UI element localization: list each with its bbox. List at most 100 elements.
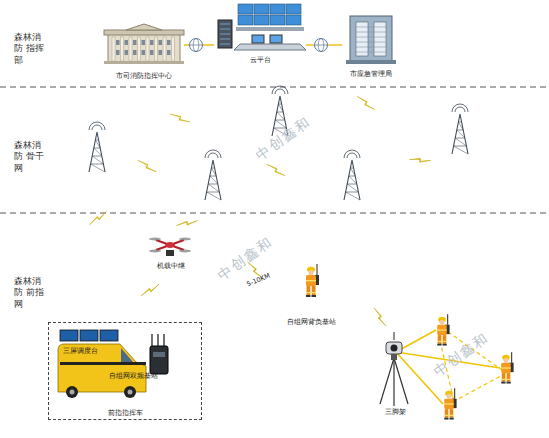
firefighter-figure (312, 286, 316, 295)
drone-icon (149, 238, 191, 257)
firefighter-figure (307, 286, 311, 295)
signal-tower (208, 153, 218, 158)
signal-tower (344, 150, 360, 158)
command-center-building (104, 24, 184, 64)
signal-tower (344, 160, 360, 200)
network-globe (315, 39, 328, 52)
firefighter-figure (317, 264, 318, 275)
firefighter-figure (437, 344, 441, 346)
signal-tower (89, 122, 105, 172)
tripod-icon (380, 332, 408, 406)
signal-tower (207, 192, 221, 200)
network-globe (190, 45, 203, 46)
command-center-building (142, 40, 146, 45)
firefighter-figure (438, 335, 442, 344)
firefighter-figure (437, 329, 447, 330)
cloud-platform-icon (218, 4, 306, 50)
signal-tower (350, 168, 355, 176)
signal-tower (275, 120, 285, 121)
firefighter-figure (504, 358, 509, 363)
mesh-links (396, 330, 512, 406)
command-center-building (150, 40, 154, 45)
firefighter-figure (501, 382, 505, 384)
watermark: 中创鑫和 (253, 113, 316, 164)
band-title: 森林消防 前指网 (14, 276, 50, 310)
cloud-platform-icon (254, 15, 269, 25)
cloud-platform-icon (220, 44, 230, 45)
command-center-building (159, 40, 163, 45)
emergency-bureau-building (346, 16, 396, 64)
command-center-building (167, 40, 171, 45)
wireless-bolt (409, 153, 431, 167)
firefighter-figure (312, 295, 317, 297)
signal-tower (211, 168, 216, 176)
three-screen-console (60, 330, 118, 341)
signal-tower (454, 146, 468, 154)
band-title: 森林消防 骨干网 (14, 140, 50, 174)
drone-icon (179, 238, 191, 241)
signal-tower (454, 146, 467, 147)
three-screen-console (60, 330, 78, 341)
drone-icon (156, 240, 184, 250)
network-globe (190, 39, 203, 52)
signal-tower (458, 122, 463, 130)
signal-tower (455, 138, 466, 146)
dual-band-station (150, 334, 168, 374)
signal-tower (207, 192, 220, 193)
command-vehicle (60, 362, 146, 365)
wireless-bolt (136, 160, 157, 171)
command-center-building (116, 40, 120, 45)
signal-tower (344, 150, 360, 200)
emergency-bureau-building (346, 60, 396, 64)
firefighter-figure (447, 394, 452, 399)
network-globe (315, 45, 328, 46)
cloud-platform-icon (220, 29, 230, 30)
signal-tower (91, 164, 105, 172)
device-label: 云平台 (250, 56, 271, 64)
signal-tower (452, 104, 468, 112)
firefighter-figure (449, 418, 453, 420)
firefighter-figure (511, 352, 512, 362)
device-label: 市应急管理局 (350, 70, 392, 78)
cloud-platform-icon (252, 35, 264, 43)
emergency-bureau-building (356, 37, 386, 38)
cloud-platform-icon (236, 27, 304, 31)
signal-tower (457, 130, 465, 138)
command-center-building (121, 37, 124, 61)
firefighter-figure (502, 379, 511, 380)
signal-tower (455, 107, 465, 112)
signal-tower (346, 192, 360, 200)
wireless-bolt (141, 280, 159, 301)
device-label-box: 自组网背负基站 (281, 258, 341, 326)
signal-tower (92, 125, 102, 130)
tripod-icon (380, 358, 394, 404)
emergency-bureau-building (356, 27, 386, 28)
firefighter-figure (447, 314, 448, 324)
signal-tower (210, 176, 218, 184)
command-center-building (133, 50, 137, 55)
command-center-building (155, 37, 158, 61)
signal-tower (272, 86, 288, 94)
emergency-bureau-building (356, 47, 386, 48)
firefighter-figure (444, 399, 454, 409)
command-vehicle (58, 344, 146, 392)
cloud-platform-icon (220, 39, 230, 40)
command-center-building (116, 50, 120, 55)
firefighter-figure (306, 280, 316, 281)
signal-tower (91, 164, 104, 165)
device-label-box: 市司消防指挥中心 (104, 24, 184, 80)
command-center-building (146, 37, 149, 61)
command-center-building (125, 50, 129, 55)
firefighter-figure (444, 418, 448, 420)
signal-tower (277, 112, 285, 120)
network-globe (315, 39, 328, 52)
tripod-icon (386, 342, 402, 354)
firefighter-figure (308, 270, 313, 275)
device-label-box: 自组网双频基站 (101, 370, 165, 382)
device-label-box: 市应急管理局 (342, 8, 400, 78)
command-center-building (159, 50, 163, 55)
firefighter-figure (501, 367, 511, 368)
cloud-platform-icon (286, 15, 301, 25)
firefighter-figure (440, 320, 445, 325)
dual-band-station (151, 334, 152, 346)
